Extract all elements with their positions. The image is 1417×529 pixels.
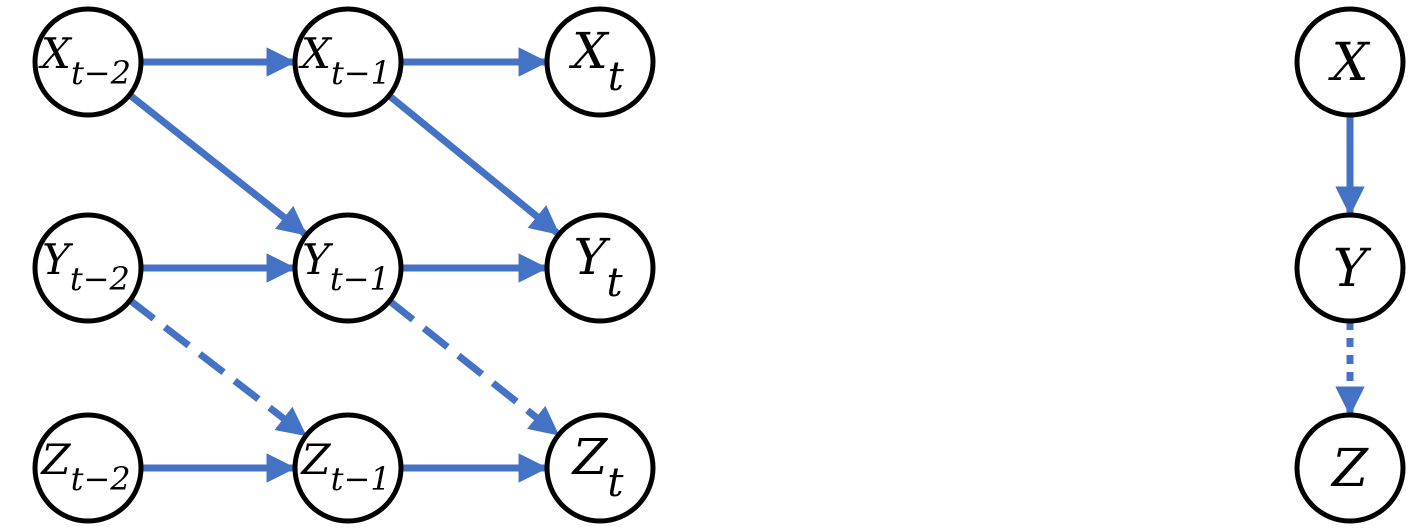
node-subscript: t: [607, 460, 624, 506]
node-label: Yt: [573, 228, 623, 306]
node-base-symbol: Y: [1333, 239, 1372, 299]
node-base-symbol: Y: [42, 235, 74, 284]
node-subscript: t−1: [331, 54, 391, 92]
node-label: Y: [1333, 239, 1372, 299]
node-zt: Zt: [544, 412, 656, 524]
edge-xt2-to-yt1: [127, 92, 308, 237]
edge-yt2-to-zt1: [127, 297, 307, 438]
node-circle: [32, 6, 144, 118]
node-base-symbol: Z: [1330, 439, 1369, 499]
node-base-symbol: X: [1327, 33, 1370, 93]
node-subscript: t: [606, 260, 623, 306]
node-label: Yt−2: [42, 235, 130, 298]
node-circle: [32, 412, 144, 524]
node-subscript: t−2: [71, 460, 131, 498]
node-base-symbol: Y: [573, 228, 610, 286]
node-xt1: Xt−1: [292, 6, 404, 118]
node-circle: [1294, 412, 1406, 524]
node-circle: [544, 412, 656, 524]
node-subscript: t: [608, 54, 625, 100]
node-yt2: Yt−2: [32, 212, 144, 324]
node-label: Xt−2: [38, 29, 131, 92]
node-subscript: t−1: [330, 260, 390, 298]
node-z: Z: [1294, 412, 1406, 524]
node-yt: Yt: [544, 212, 656, 324]
node-circle: [32, 212, 144, 324]
node-circle: [292, 412, 404, 524]
node-base-symbol: X: [38, 29, 73, 78]
node-base-symbol: X: [298, 29, 333, 78]
node-label: Z: [1330, 439, 1369, 499]
node-base-symbol: Z: [299, 435, 331, 484]
node-subscript: t−2: [70, 260, 130, 298]
node-x: X: [1294, 6, 1406, 118]
node-circle: [1294, 212, 1406, 324]
node-base-symbol: Z: [571, 428, 609, 486]
node-circle: [292, 6, 404, 118]
node-yt1: Yt−1: [292, 212, 404, 324]
node-y: Y: [1294, 212, 1406, 324]
node-label: Zt: [571, 428, 625, 506]
node-subscript: t−2: [71, 54, 131, 92]
node-label: Yt−1: [302, 235, 390, 298]
node-base-symbol: Y: [302, 235, 334, 284]
node-circle: [544, 6, 656, 118]
node-base-symbol: Z: [39, 435, 71, 484]
node-label: Xt: [568, 22, 625, 100]
node-label: Zt−1: [299, 435, 390, 498]
edges-layer: [127, 47, 1365, 483]
node-zt1: Zt−1: [292, 412, 404, 524]
node-zt2: Zt−2: [32, 412, 144, 524]
edge-xt1-to-yt: [386, 92, 560, 236]
node-label: X: [1327, 33, 1370, 93]
node-label: Zt−2: [39, 435, 130, 498]
node-circle: [544, 212, 656, 324]
node-label: Xt−1: [298, 29, 391, 92]
node-xt: Xt: [544, 6, 656, 118]
node-xt2: Xt−2: [32, 6, 144, 118]
edge-yt1-to-zt: [387, 298, 560, 437]
node-circle: [292, 212, 404, 324]
node-base-symbol: X: [568, 22, 610, 80]
node-circle: [1294, 6, 1406, 118]
node-subscript: t−1: [331, 460, 391, 498]
